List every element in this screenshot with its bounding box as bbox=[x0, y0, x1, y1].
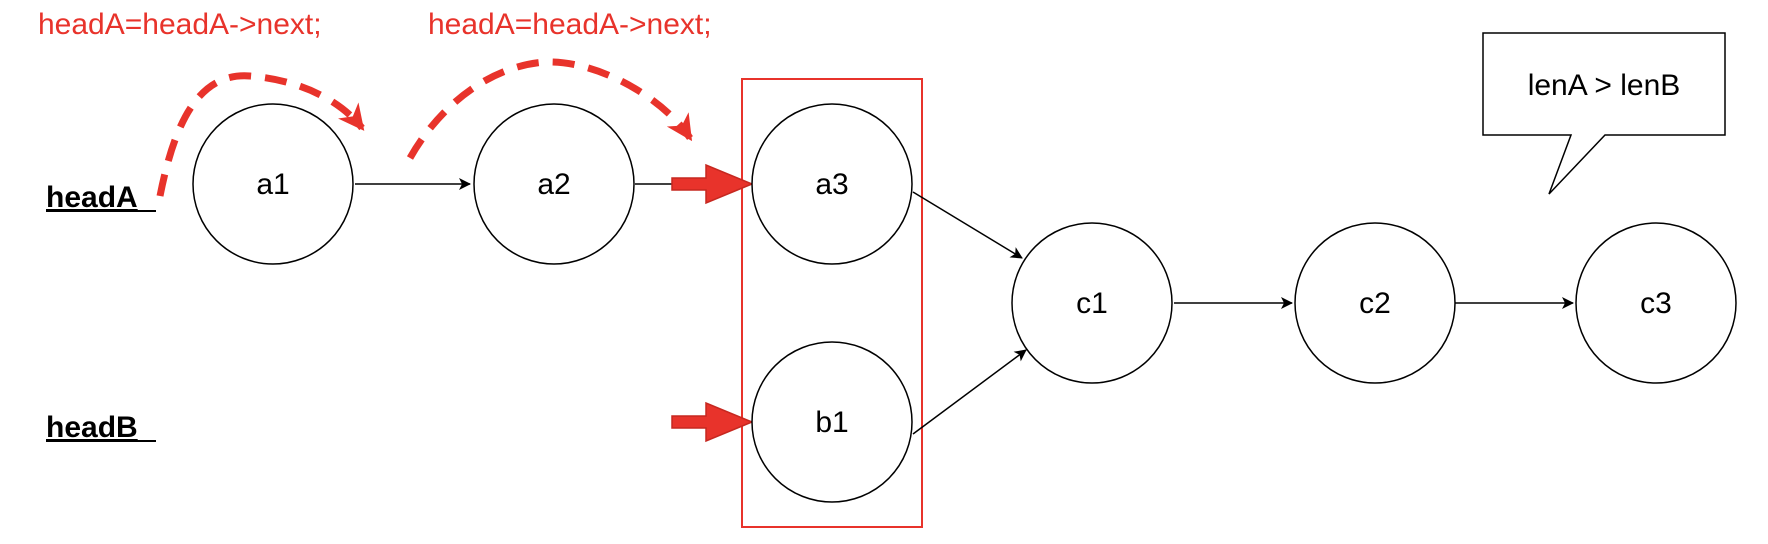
callout-text: lenA > lenB bbox=[1528, 69, 1681, 102]
node-a1-label: a1 bbox=[256, 168, 289, 201]
node-c2-label: c2 bbox=[1359, 287, 1391, 320]
step-annotation-1: headA=headA->next; bbox=[38, 8, 322, 41]
node-c2: c2 bbox=[1294, 222, 1456, 384]
aligned-nodes-highlight-box bbox=[741, 78, 923, 528]
head-a-label: headA bbox=[46, 181, 138, 214]
head-b-label: headB bbox=[46, 411, 138, 444]
edge-a3-c1 bbox=[912, 191, 1023, 259]
node-b1: b1 bbox=[751, 341, 913, 503]
step-annotation-2: headA=headA->next; bbox=[428, 8, 712, 41]
node-c1: c1 bbox=[1011, 222, 1173, 384]
node-a3: a3 bbox=[751, 103, 913, 265]
pointer-move-arrow-2 bbox=[406, 58, 693, 160]
node-a2-label: a2 bbox=[537, 168, 570, 201]
length-callout: lenA > lenB bbox=[1482, 32, 1726, 195]
node-a1: a1 bbox=[192, 103, 354, 265]
node-c1-label: c1 bbox=[1076, 287, 1108, 320]
callout-bubble bbox=[1482, 32, 1726, 195]
pointer-move-arrow-1 bbox=[156, 72, 365, 197]
node-c3-label: c3 bbox=[1640, 287, 1672, 320]
node-c3: c3 bbox=[1575, 222, 1737, 384]
pointer-arrow-to-a3 bbox=[671, 163, 754, 205]
edge-b1-c1 bbox=[912, 349, 1027, 435]
node-a2: a2 bbox=[473, 103, 635, 265]
node-b1-label: b1 bbox=[815, 406, 848, 439]
pointer-arrow-to-b1 bbox=[671, 401, 754, 443]
node-a3-label: a3 bbox=[815, 168, 848, 201]
